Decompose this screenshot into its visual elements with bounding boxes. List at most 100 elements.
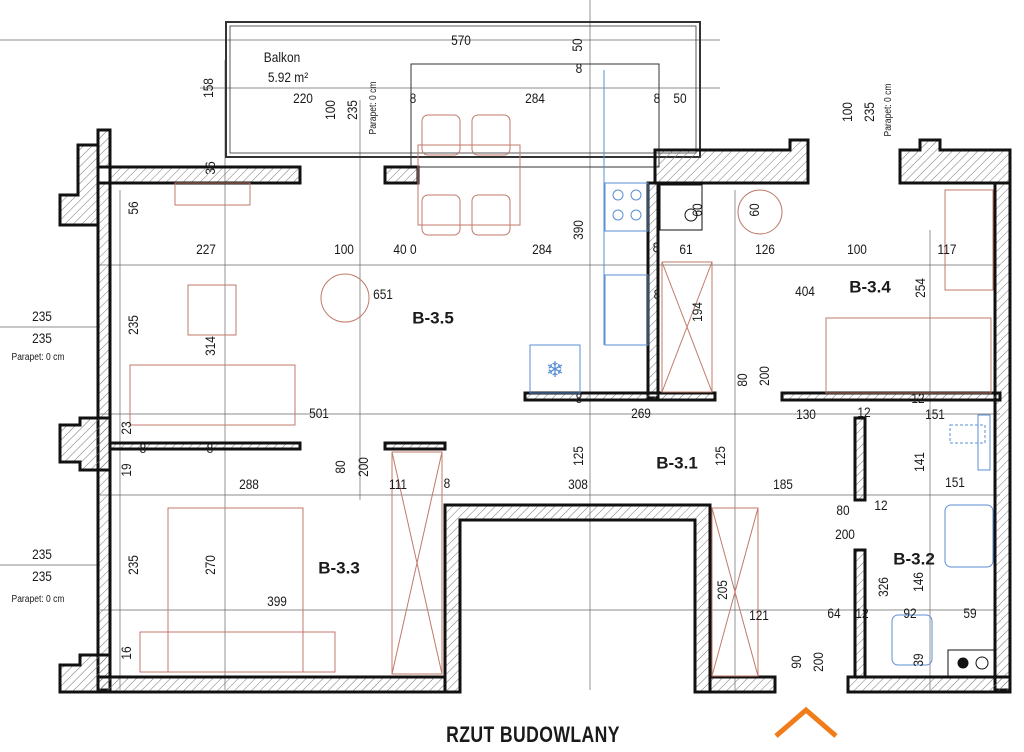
dimension-label: 404 xyxy=(795,283,815,299)
stove xyxy=(659,184,996,678)
dimension-label: 50 xyxy=(569,38,585,52)
dimension-label: 36 xyxy=(202,161,218,175)
room-label-b35: B-3.5 xyxy=(412,308,454,328)
dimension-label: 59 xyxy=(963,605,977,621)
dimension-label: 80 xyxy=(332,460,348,474)
dimension-label: 570 xyxy=(451,32,471,48)
dimension-label: 254 xyxy=(912,278,928,298)
dimension-label: 56 xyxy=(125,201,141,215)
dimension-label: 8 xyxy=(409,90,417,106)
dimension-label: 60 xyxy=(689,203,705,217)
plan-title: RZUT BUDOWLANY xyxy=(446,722,620,747)
dimension-label: 227 xyxy=(196,241,216,257)
dimension-label: 8 xyxy=(139,440,147,456)
dimension-label: 651 xyxy=(373,286,393,302)
balcony-outline xyxy=(225,21,701,168)
dimension-label: 151 xyxy=(945,474,965,490)
dimension-label: 92 xyxy=(903,605,917,621)
dimension-label: 200 xyxy=(810,652,826,672)
dimension-label: 60 xyxy=(746,203,762,217)
dimension-label: 90 xyxy=(788,655,804,669)
dimension-label: 501 xyxy=(309,405,329,421)
dimension-label: 399 xyxy=(267,593,287,609)
dimension-label: 284 xyxy=(525,90,545,106)
dimension-label: 235 xyxy=(344,100,360,120)
dimension-label: 12 xyxy=(874,497,888,513)
dimension-label: 8 xyxy=(206,440,214,456)
dimension-label: 235 xyxy=(125,315,141,335)
room-label-b31: B-3.1 xyxy=(656,453,698,473)
dimension-label: 80 xyxy=(836,502,850,518)
dimension-label: 23 xyxy=(118,421,134,435)
svg-text:❄: ❄ xyxy=(546,357,564,382)
balcony-label: Balkon xyxy=(263,49,301,65)
dimension-label: 125 xyxy=(570,446,586,466)
dimension-label: 235 xyxy=(32,546,52,562)
dimension-label: 326 xyxy=(875,577,891,597)
dimension-label: 146 xyxy=(910,572,926,592)
kitchen-plumbing: ❄ xyxy=(529,70,994,666)
dimension-label: 205 xyxy=(714,580,730,600)
dimension-label: 19 xyxy=(118,463,134,477)
dimension-label: 269 xyxy=(631,405,651,421)
dimension-label: 50 xyxy=(673,90,687,106)
dimension-label: 314 xyxy=(202,336,218,356)
dimension-label: 39 xyxy=(910,653,926,667)
dimension-label: 111 xyxy=(388,476,408,492)
dimension-label: 200 xyxy=(756,366,772,386)
dimension-label: 80 xyxy=(734,373,750,387)
dimension-label: 235 xyxy=(32,330,52,346)
dimension-label: 8 xyxy=(653,286,661,302)
dimension-label: 158 xyxy=(200,78,216,98)
dimension-label: 141 xyxy=(911,452,927,472)
dimension-label: 194 xyxy=(689,302,705,322)
dimension-label: 220 xyxy=(293,90,313,106)
dimension-label: 8 xyxy=(443,475,451,491)
dimension-label: 121 xyxy=(749,607,769,623)
room-label-b33: B-3.3 xyxy=(318,558,360,578)
parapet-note: Parapet: 0 cm xyxy=(11,594,65,605)
dimension-label: 308 xyxy=(568,476,588,492)
dimension-label: 235 xyxy=(861,102,877,122)
dimension-label: 235 xyxy=(32,308,52,324)
balcony-area: 5.92 m² xyxy=(267,69,309,85)
dimension-label: 100 xyxy=(322,100,338,120)
dimension-lines xyxy=(0,0,1000,690)
dimension-label: 185 xyxy=(773,476,793,492)
room-label-b34: B-3.4 xyxy=(849,277,891,297)
dimension-label: 8 xyxy=(575,60,583,76)
dimension-label: 12 xyxy=(911,390,925,406)
dimension-label: 200 xyxy=(835,526,855,542)
dimension-label: 12 xyxy=(857,404,871,420)
dimension-label: 61 xyxy=(679,241,693,257)
parapet-note: Parapet: 0 cm xyxy=(11,352,65,363)
parapet-note: Parapet: 0 cm xyxy=(368,81,379,135)
dimension-label: 8 xyxy=(652,239,660,255)
walls xyxy=(58,128,1012,694)
parapet-note: Parapet: 0 cm xyxy=(883,83,894,137)
dimension-label: 235 xyxy=(125,555,141,575)
dimension-label: 40 0 xyxy=(393,241,417,257)
dimension-label: 151 xyxy=(925,406,945,422)
dimension-label: 100 xyxy=(839,102,855,122)
dimension-label: 125 xyxy=(712,446,728,466)
dimension-label: 12 xyxy=(855,605,869,621)
north-arrow-icon xyxy=(774,706,838,738)
dimension-label: 64 xyxy=(827,605,841,621)
dimension-label: 130 xyxy=(796,406,816,422)
dimension-label: 16 xyxy=(118,646,134,660)
dimension-label: 288 xyxy=(239,476,259,492)
dimension-label: 284 xyxy=(532,241,552,257)
dimension-label: 8 xyxy=(653,90,661,106)
dimension-label: 270 xyxy=(202,555,218,575)
dimension-label: 100 xyxy=(334,241,354,257)
furniture xyxy=(129,114,994,677)
dimension-label: 8 xyxy=(575,390,583,406)
dimension-label: 390 xyxy=(570,220,586,240)
dimension-label: 117 xyxy=(937,241,957,257)
dimension-label: 235 xyxy=(32,568,52,584)
dimension-label: 200 xyxy=(355,457,371,477)
dimension-label: 126 xyxy=(755,241,775,257)
dimension-label: 100 xyxy=(847,241,867,257)
